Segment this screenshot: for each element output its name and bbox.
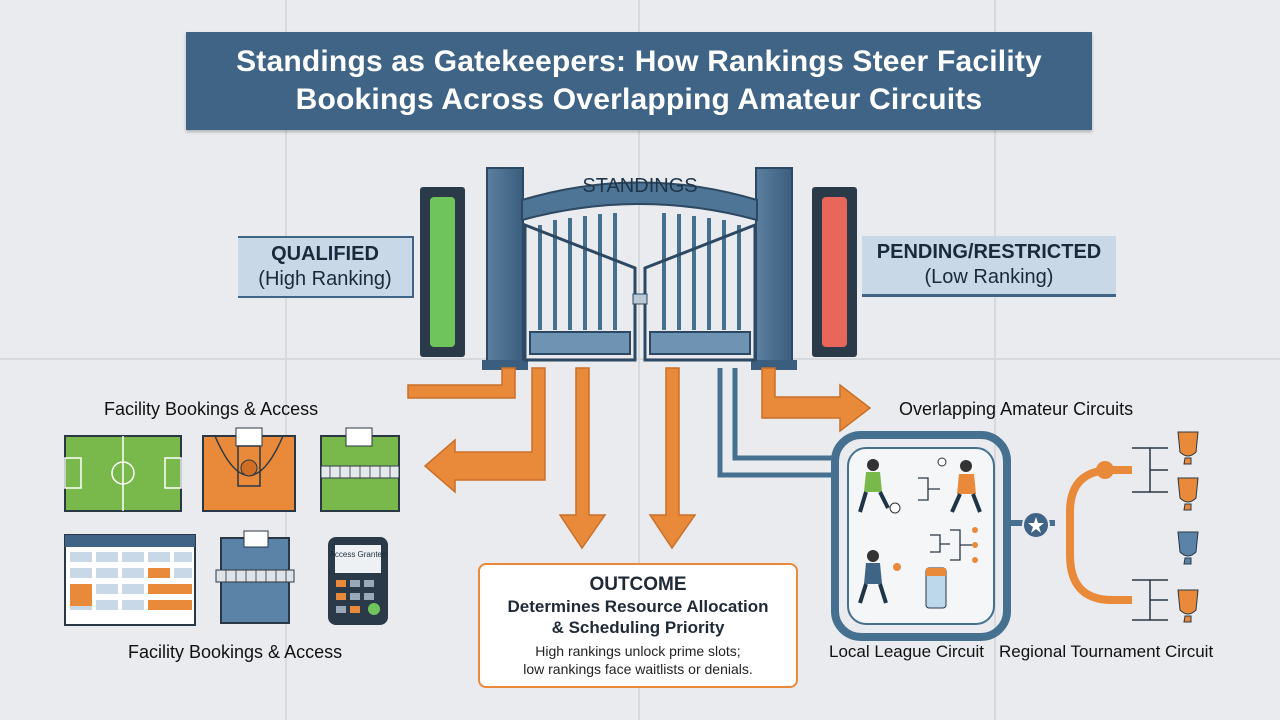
grid-line xyxy=(994,0,996,720)
facility-label-top: Facility Bookings & Access xyxy=(104,399,319,419)
restricted-label: PENDING/RESTRICTED xyxy=(876,241,1102,263)
title-line-2: Bookings Across Overlapping Amateur Circ… xyxy=(295,83,983,116)
local-league-circuit xyxy=(831,431,1011,641)
soccer-player-icon xyxy=(858,459,901,514)
grid-line xyxy=(638,0,640,720)
basketball-court xyxy=(202,427,296,512)
outcome-line-1: Determines Resource Allocation xyxy=(507,596,769,616)
water-cooler-icon xyxy=(925,567,947,609)
qualified-signal-light xyxy=(420,187,465,357)
bracket-icon xyxy=(918,477,972,561)
title-line-1: Standings as Gatekeepers: How Rankings S… xyxy=(236,45,1042,78)
star-node-icon xyxy=(1022,511,1050,539)
flow-arrows xyxy=(407,367,872,550)
facility-label-bottom: Facility Bookings & Access xyxy=(128,642,343,662)
restricted-status-box: PENDING/RESTRICTED (Low Ranking) xyxy=(862,236,1116,297)
terminal-text: Access Granted xyxy=(330,550,387,559)
regional-tournament-circuit xyxy=(1066,447,1168,621)
tennis-court xyxy=(215,530,295,624)
outcome-description-2: low rankings face waitlists or denials. xyxy=(523,660,753,677)
outcome-title: OUTCOME xyxy=(589,573,687,595)
qualified-sublabel: (High Ranking) xyxy=(258,268,392,290)
access-terminal xyxy=(328,537,388,625)
qualified-label: QUALIFIED xyxy=(271,243,379,265)
circuit-connectors xyxy=(717,368,838,478)
soccer-field xyxy=(64,435,182,512)
grid-line xyxy=(0,358,1280,360)
regional-tournament-label: Regional Tournament Circuit xyxy=(999,642,1214,661)
local-league-label: Local League Circuit xyxy=(829,642,984,661)
standings-gate xyxy=(482,167,797,370)
page-title: Standings as Gatekeepers: How Rankings S… xyxy=(186,32,1092,130)
qualified-status-box: QUALIFIED (High Ranking) xyxy=(238,236,414,298)
restricted-sublabel: (Low Ranking) xyxy=(924,266,1054,288)
booking-calendar-icon xyxy=(64,534,196,626)
gate-sign: STANDINGS xyxy=(582,175,697,197)
connector-dots xyxy=(972,527,978,563)
volleyball-player-icon xyxy=(937,457,982,513)
volleyball-court xyxy=(320,427,400,512)
restricted-signal-light xyxy=(812,187,857,357)
grid-line xyxy=(285,0,287,720)
trophy-icon xyxy=(1096,431,1199,623)
outcome-description-1: High rankings unlock prime slots; xyxy=(535,642,741,659)
outcome-box: OUTCOME Determines Resource Allocation &… xyxy=(478,563,798,688)
outcome-line-2: & Scheduling Priority xyxy=(551,617,725,637)
circuits-label: Overlapping Amateur Circuits xyxy=(899,399,1134,419)
basketball-player-icon xyxy=(858,550,901,604)
